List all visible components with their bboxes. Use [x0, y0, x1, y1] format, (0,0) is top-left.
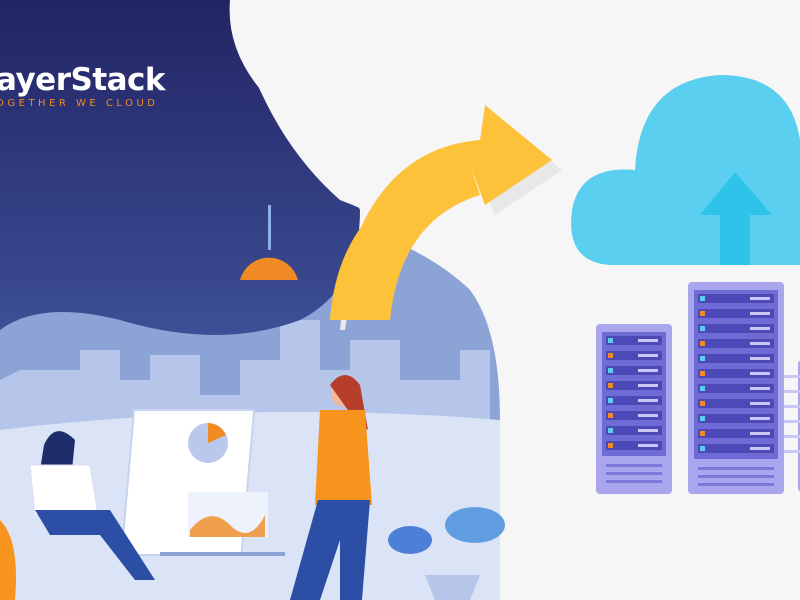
plant-icon	[388, 507, 505, 600]
curved-arrow-icon	[330, 105, 562, 330]
presentation-board-icon	[120, 409, 285, 556]
cloud-upload-icon	[571, 75, 800, 265]
server-rack-icon	[596, 282, 800, 494]
seated-figure	[0, 431, 155, 600]
layerstack-logo: ayerStack OGETHER WE CLOUD	[0, 62, 166, 109]
hanging-lamp-icon	[240, 205, 298, 280]
presenter-figure	[290, 375, 372, 600]
logo-tagline: OGETHER WE CLOUD	[0, 98, 159, 109]
logo-name: ayerStack	[0, 62, 166, 98]
navy-blob	[0, 0, 360, 335]
